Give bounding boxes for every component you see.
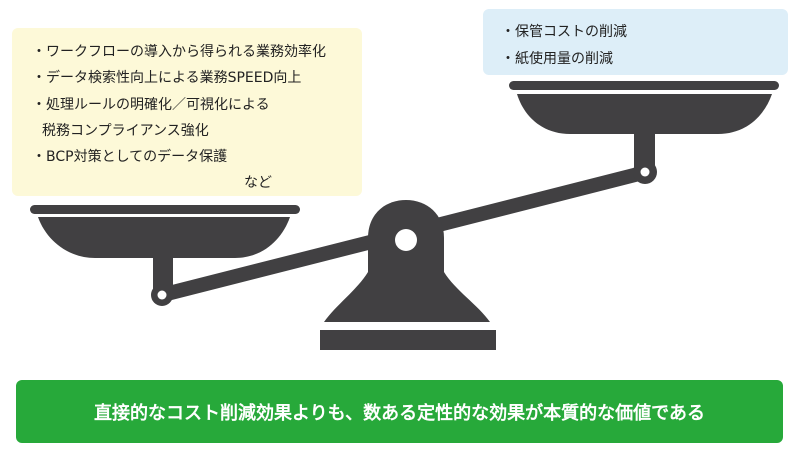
conclusion-banner: 直接的なコスト削減効果よりも、数ある定性的な効果が本質的な価値である <box>16 380 783 443</box>
stand-base <box>324 272 490 322</box>
etc-label: など <box>244 175 272 191</box>
conclusion-text: 直接的なコスト削減効果よりも、数ある定性的な効果が本質的な価値である <box>94 402 705 424</box>
list-item: ・データ検索性向上による業務SPEED向上 <box>32 70 302 86</box>
list-item: ・保管コストの削減 <box>501 24 627 40</box>
right-pan-bowl <box>517 94 772 134</box>
list-item: ・ワークフローの導入から得られる業務効率化 <box>32 44 326 60</box>
stand-foot <box>320 330 496 350</box>
list-item: ・BCP対策としてのデータ保護 <box>32 149 228 165</box>
cost-benefits-box: ・保管コストの削減 ・紙使用量の削減 <box>483 9 788 75</box>
list-item: ・紙使用量の削減 <box>501 51 613 67</box>
list-item: ・処理ルールの明確化／可視化による <box>32 97 270 113</box>
stand-hole <box>395 229 417 251</box>
list-item-continuation: 税務コンプライアンス強化 <box>42 123 209 139</box>
qualitative-benefits-box: ・ワークフローの導入から得られる業務効率化 ・データ検索性向上による業務SPEE… <box>12 28 362 196</box>
left-pan-rim <box>30 205 300 214</box>
left-pan-bowl <box>38 217 290 258</box>
right-pan-rim <box>509 81 779 90</box>
